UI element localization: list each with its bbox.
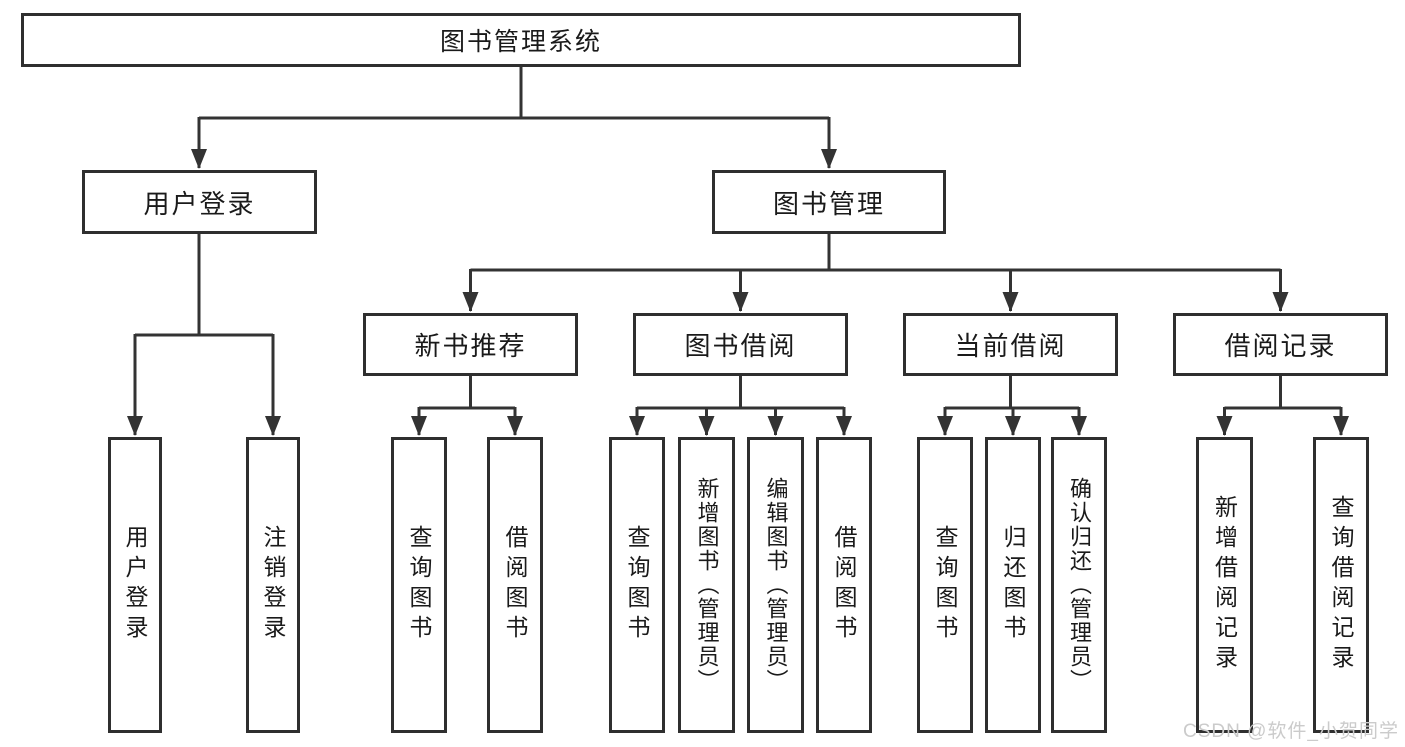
leaf-label: 查询图书 xyxy=(932,525,958,645)
leaf-user-login: 用户登录 xyxy=(108,437,162,733)
leaf-query-books-borrow: 查询图书 xyxy=(609,437,665,733)
leaf-query-books-current: 查询图书 xyxy=(917,437,973,733)
connector-new-book-recommend-to-leaves xyxy=(411,376,523,436)
leaf-label: 借阅图书 xyxy=(502,525,528,645)
leaf-label: 新增图书（管理员） xyxy=(694,477,720,693)
node-borrow-records: 借阅记录 xyxy=(1173,313,1388,376)
leaf-label: 查询借阅记录 xyxy=(1328,495,1354,675)
leaf-label: 归还图书 xyxy=(1000,525,1026,645)
leaf-label: 用户登录 xyxy=(122,525,148,645)
leaf-logout: 注销登录 xyxy=(246,437,300,733)
connector-book-management-to-level3 xyxy=(462,234,1289,312)
connector-current-borrow-to-leaves xyxy=(937,376,1087,436)
node-user-login: 用户登录 xyxy=(82,170,317,234)
leaf-add-books-admin: 新增图书（管理员） xyxy=(678,437,735,733)
connector-book-borrow-to-leaves xyxy=(629,376,852,436)
csdn-watermark: CSDN @软件_小贺同学 xyxy=(1183,721,1399,742)
node-book-borrow: 图书借阅 xyxy=(633,313,848,376)
connector-borrow-records-to-leaves xyxy=(1216,376,1349,436)
leaf-label: 编辑图书（管理员） xyxy=(763,477,789,693)
connector-root-to-level2 xyxy=(191,67,837,169)
leaf-label: 查询图书 xyxy=(624,525,650,645)
leaf-label: 查询图书 xyxy=(406,525,432,645)
node-book-management: 图书管理 xyxy=(712,170,946,234)
leaf-borrow-books-recommend: 借阅图书 xyxy=(487,437,543,733)
leaf-query-books-recommend: 查询图书 xyxy=(391,437,447,733)
leaf-borrow-books: 借阅图书 xyxy=(816,437,872,733)
leaf-confirm-return-admin: 确认归还（管理员） xyxy=(1051,437,1107,733)
leaf-edit-books-admin: 编辑图书（管理员） xyxy=(747,437,804,733)
node-root-system: 图书管理系统 xyxy=(21,13,1021,67)
leaf-label: 借阅图书 xyxy=(831,525,857,645)
leaf-label: 注销登录 xyxy=(260,525,286,645)
leaf-label: 确认归还（管理员） xyxy=(1067,477,1092,693)
leaf-return-books: 归还图书 xyxy=(985,437,1041,733)
leaf-query-borrow-record: 查询借阅记录 xyxy=(1313,437,1369,733)
leaf-label: 新增借阅记录 xyxy=(1211,495,1238,675)
connector-user-login-to-leaves xyxy=(127,234,281,436)
node-current-borrow: 当前借阅 xyxy=(903,313,1118,376)
node-new-book-recommend: 新书推荐 xyxy=(363,313,578,376)
leaf-add-borrow-record: 新增借阅记录 xyxy=(1196,437,1253,733)
